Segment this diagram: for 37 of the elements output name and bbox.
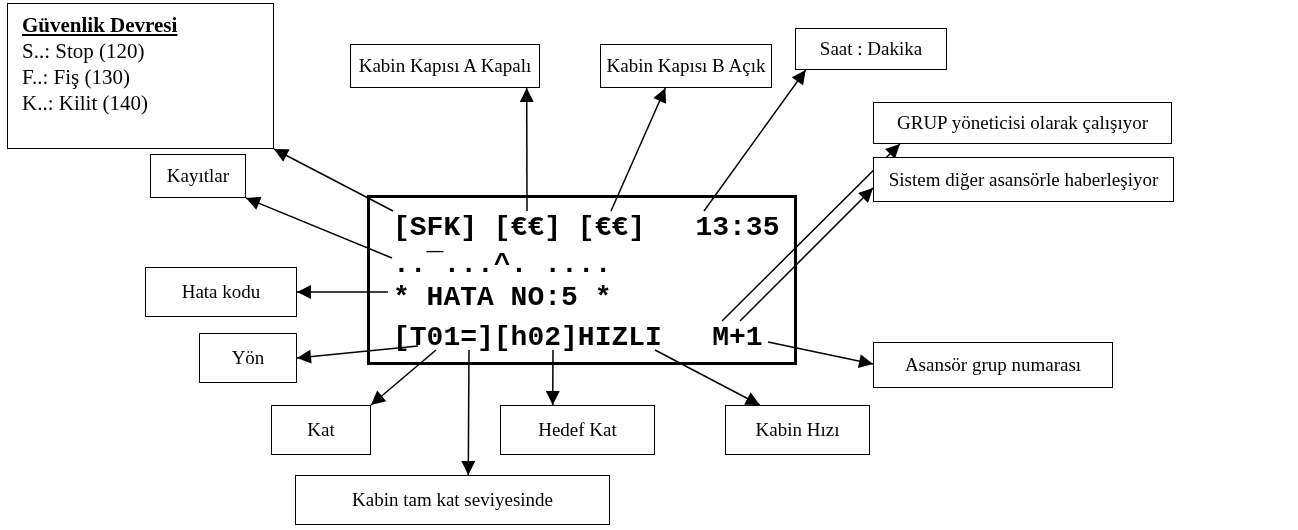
legend-heading: Güvenlik Devresi [22, 12, 179, 38]
display-line: * HATA NO:5 * [393, 281, 612, 315]
arrow [739, 187, 874, 322]
label-box: GRUP yöneticisi olarak çalışıyor [873, 102, 1172, 144]
arrow [296, 345, 419, 364]
arrow [273, 148, 394, 212]
arrow [767, 341, 874, 369]
arrow [370, 349, 437, 406]
label-box: Kat [271, 405, 371, 455]
label-box: Kabin tam kat seviyesinde [295, 475, 610, 525]
legend-line: S..: Stop (120) [22, 38, 146, 64]
arrow [610, 87, 667, 212]
label-box: Saat : Dakika [795, 28, 947, 70]
label-box: Asansör grup numarası [873, 342, 1113, 388]
arrow [461, 349, 476, 476]
label-box: Hedef Kat [500, 405, 655, 455]
arrow [545, 349, 560, 406]
legend-line: K..: Kilit (140) [22, 90, 149, 116]
label-box: Kayıtlar [150, 154, 246, 198]
arrow [721, 143, 901, 322]
label-box: Kabin Kapısı A Kapalı [350, 44, 540, 88]
legend-line: F..: Fiş (130) [22, 64, 131, 90]
arrow [703, 69, 807, 212]
display-line: [T01=][h02]HIZLI M+1 [393, 321, 763, 355]
arrow [654, 349, 761, 406]
label-box: Kabin Hızı [725, 405, 870, 455]
arrow [296, 285, 389, 299]
legend-box [7, 3, 274, 149]
arrow [245, 196, 393, 259]
label-box: Sistem diğer asansörle haberleşiyor [873, 157, 1174, 202]
label-box: Kabin Kapısı B Açık [600, 44, 772, 88]
label-box: Yön [199, 333, 297, 383]
lcd-display [367, 195, 797, 365]
label-box: Hata kodu [145, 267, 297, 317]
display-line: [SFK] [€€] [€€] 13:35 [393, 211, 780, 245]
arrow [519, 87, 534, 212]
display-line: ..‾...^. .... [393, 248, 612, 282]
